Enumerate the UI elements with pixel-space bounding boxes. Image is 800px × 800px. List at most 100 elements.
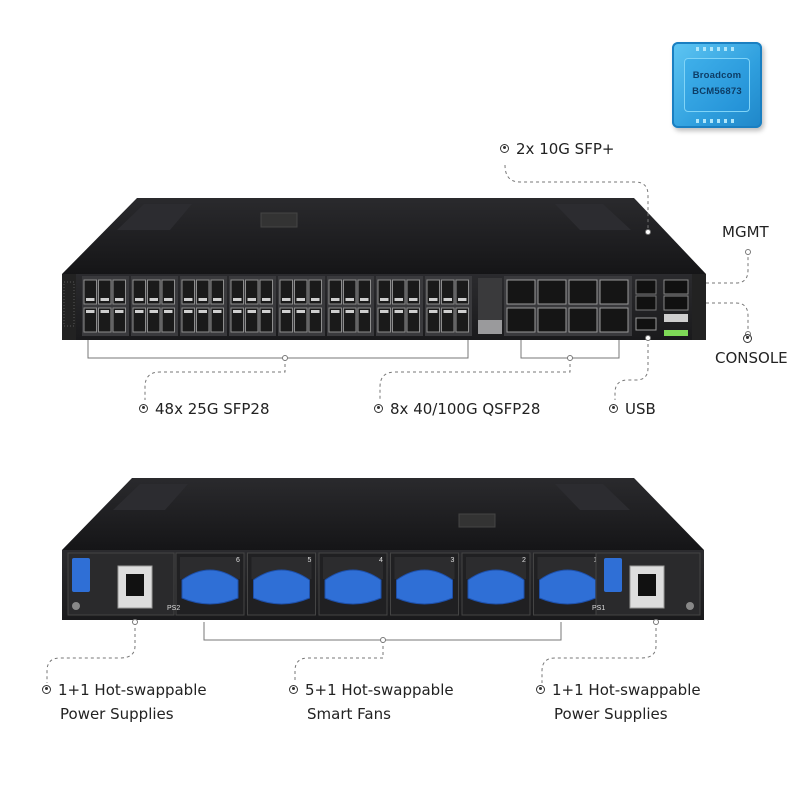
sfp28-port[interactable] — [83, 307, 97, 333]
rear-chassis-top — [62, 478, 704, 550]
qsfp28-port[interactable] — [506, 279, 536, 305]
label-psu-right: 1+1 Hot-swappable Power Supplies — [536, 678, 701, 726]
callout-fans — [294, 640, 384, 683]
label-fans: 5+1 Hot-swappable Smart Fans — [289, 678, 454, 726]
fan-number: 4 — [379, 557, 383, 564]
port-latch — [429, 310, 438, 313]
sfp28-port[interactable] — [455, 307, 469, 333]
qsfp28-port[interactable] — [568, 307, 598, 333]
sfp28-port[interactable] — [230, 307, 244, 333]
port-latch — [213, 298, 222, 301]
port-latch — [409, 298, 418, 301]
mgmt-port[interactable] — [663, 279, 689, 311]
sfp28-port[interactable] — [196, 307, 210, 333]
broadcom-chip-icon: Broadcom BCM56873 — [672, 42, 762, 128]
callout-console — [706, 302, 749, 334]
port-latch — [149, 310, 158, 313]
sfp28-port[interactable] — [294, 307, 308, 333]
port-latch — [184, 298, 193, 301]
bracket-sfp28 — [87, 340, 469, 359]
port-latch — [262, 298, 271, 301]
sfp28-port[interactable] — [279, 307, 293, 333]
fan-handle[interactable] — [181, 569, 239, 605]
sfp28-port[interactable] — [308, 307, 322, 333]
ps2-marking: PS2 — [167, 605, 180, 612]
port-latch — [247, 298, 256, 301]
port-latch — [135, 298, 144, 301]
port-latch — [86, 310, 95, 313]
rear-top-panel-left — [113, 484, 188, 510]
usb-port[interactable] — [635, 317, 657, 331]
left-ear — [62, 274, 76, 340]
bullet-icon — [42, 684, 51, 694]
sfp28-port[interactable] — [245, 307, 259, 333]
psu-right-handle[interactable] — [604, 558, 622, 592]
sfp28-port[interactable] — [441, 307, 455, 333]
bullet-icon — [743, 333, 752, 343]
fan-number: 5 — [308, 557, 312, 564]
sfp28-port[interactable] — [377, 307, 391, 333]
fan-handle[interactable] — [467, 569, 525, 605]
screw-icon — [686, 602, 694, 610]
port-latch — [198, 310, 207, 313]
sfp28-port[interactable] — [147, 307, 161, 333]
top-panel-left — [117, 204, 192, 230]
sfp28-port[interactable] — [426, 307, 440, 333]
chip-die: Broadcom BCM56873 — [684, 58, 750, 112]
qsfp28-port[interactable] — [568, 279, 598, 305]
port-latch — [345, 310, 354, 313]
port-latch — [115, 298, 124, 301]
psu-right-inlet — [629, 565, 665, 609]
label-console-dot — [743, 327, 759, 351]
psu-right[interactable] — [595, 552, 701, 616]
fan-handle[interactable] — [324, 569, 382, 605]
bullet-icon — [139, 403, 148, 413]
port-latch — [262, 310, 271, 313]
port-latch — [360, 298, 369, 301]
front-switch — [62, 198, 706, 340]
fan-handle[interactable] — [396, 569, 453, 605]
sfp28-port[interactable] — [392, 307, 406, 333]
psu-left[interactable] — [67, 552, 175, 616]
sfp28-port[interactable] — [161, 307, 175, 333]
qsfp28-port[interactable] — [506, 307, 536, 333]
qsfp28-port[interactable] — [537, 279, 567, 305]
callout-psu-left — [46, 622, 136, 683]
port-latch — [311, 310, 320, 313]
psu-left-handle[interactable] — [72, 558, 90, 592]
qsfp28-port[interactable] — [537, 307, 567, 333]
sfp28-port[interactable] — [406, 307, 420, 333]
port-latch — [135, 310, 144, 313]
fan-handle[interactable] — [253, 569, 310, 605]
label-sfp-plus: 2x 10G SFP+ — [500, 137, 614, 161]
sfp28-port[interactable] — [210, 307, 224, 333]
bullet-icon — [609, 403, 618, 413]
port-latch — [458, 310, 467, 313]
sfp28-port[interactable] — [98, 307, 112, 333]
port-latch — [409, 310, 418, 313]
sfp28-port[interactable] — [132, 307, 146, 333]
console-port-label — [664, 314, 688, 322]
fan-number: 2 — [522, 557, 526, 564]
qsfp28-port[interactable] — [599, 307, 629, 333]
sfp28-port[interactable] — [112, 307, 126, 333]
fan-handle[interactable] — [539, 569, 596, 605]
callout-mgmt — [706, 252, 749, 284]
sfp28-port[interactable] — [181, 307, 195, 333]
port-latch — [429, 298, 438, 301]
qsfp28-port[interactable] — [599, 279, 629, 305]
sfp-plus-ports[interactable] — [635, 279, 657, 311]
sfp28-port[interactable] — [357, 307, 371, 333]
screw-icon — [72, 602, 80, 610]
sfp28-port[interactable] — [259, 307, 273, 333]
top-panel-right — [555, 204, 631, 230]
sfp28-port[interactable] — [328, 307, 342, 333]
port-latch — [115, 310, 124, 313]
sfp28-port[interactable] — [343, 307, 357, 333]
port-latch — [380, 310, 389, 313]
port-latch — [282, 298, 291, 301]
bullet-icon — [536, 684, 545, 694]
port-latch — [100, 298, 109, 301]
